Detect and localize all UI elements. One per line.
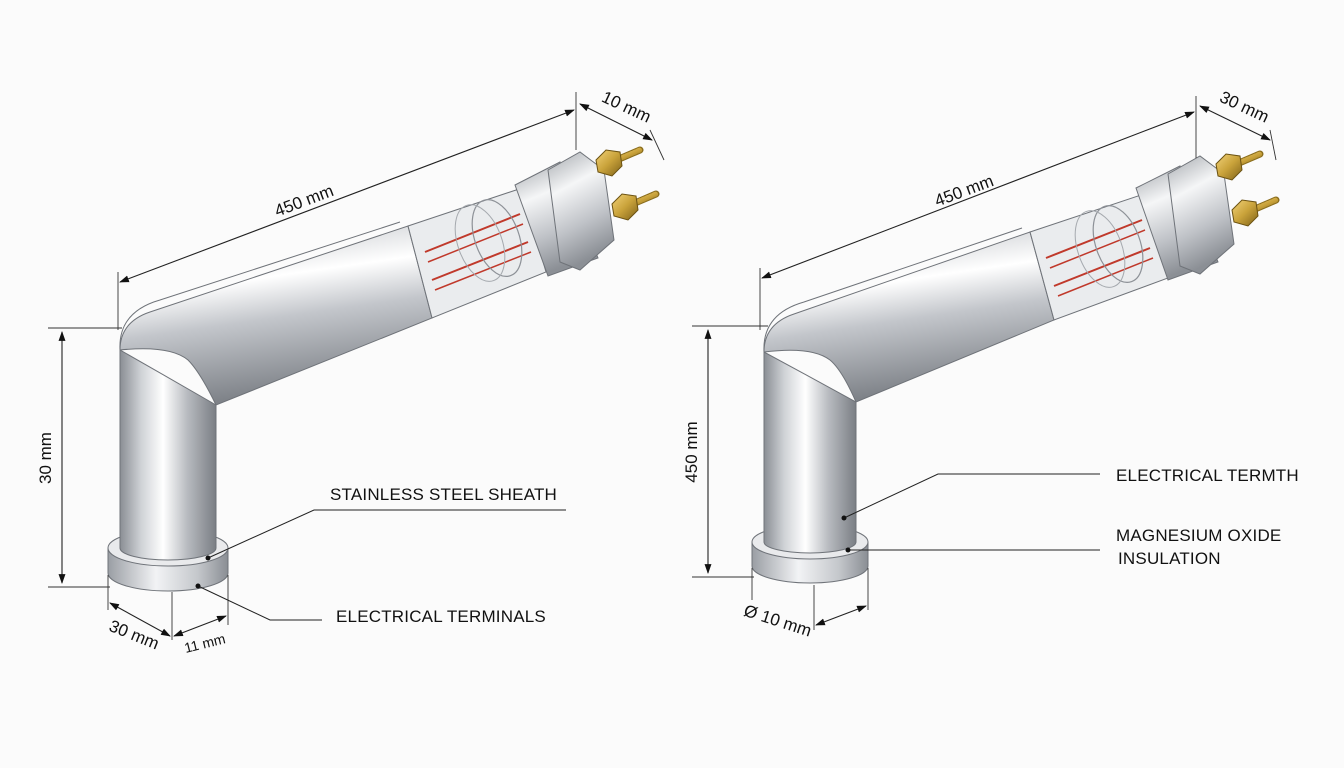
right-terminal-dimension: 30 mm <box>1199 87 1277 161</box>
right-insulation-callout-line2: INSULATION <box>1118 549 1221 568</box>
brass-terminal-icon <box>1231 199 1259 227</box>
right-terminal-upper <box>1215 150 1264 181</box>
right-heater-figure: 450 mm 30 mm 450 mm Ø 10 mm ELECTRICAL T… <box>682 87 1299 640</box>
right-height-dimension: 450 mm <box>682 325 768 578</box>
left-terminal-lower <box>611 190 660 221</box>
left-height-label: 30 mm <box>36 432 55 484</box>
left-terminals-callout: ELECTRICAL TERMINALS <box>336 607 546 626</box>
left-heater-figure: 450 mm 10 mm 30 mm 30 mm 11 mm <box>36 87 665 656</box>
brass-terminal-icon <box>611 193 639 221</box>
right-base-diameter-label: Ø 10 mm <box>742 601 814 641</box>
right-terminals-callout: ELECTRICAL TERMTH <box>1116 466 1299 485</box>
left-length-label: 450 mm <box>272 181 336 220</box>
right-terminal-lower <box>1231 196 1280 227</box>
left-base-thickness-label: 11 mm <box>183 630 227 656</box>
right-callouts: ELECTRICAL TERMTH MAGNESIUM OXIDE INSULA… <box>841 466 1299 568</box>
left-terminal-dimension: 10 mm <box>579 87 665 161</box>
brass-terminal-icon <box>595 149 623 177</box>
left-terminal-label: 10 mm <box>599 87 654 126</box>
right-insulation-callout-line1: MAGNESIUM OXIDE <box>1116 526 1281 545</box>
left-sheath-callout: STAINLESS STEEL SHEATH <box>330 485 557 504</box>
brass-terminal-icon <box>1215 153 1243 181</box>
right-height-label: 450 mm <box>682 421 701 482</box>
right-length-label: 450 mm <box>932 171 996 210</box>
left-base-diameter-label: 30 mm <box>106 616 161 653</box>
left-height-dimension: 30 mm <box>36 327 122 588</box>
left-terminal-upper <box>595 146 644 177</box>
left-vertical-leg <box>119 349 217 561</box>
left-callouts: STAINLESS STEEL SHEATH ELECTRICAL TERMIN… <box>195 485 566 626</box>
right-vertical-leg <box>763 351 857 554</box>
right-terminal-label: 30 mm <box>1217 87 1272 126</box>
